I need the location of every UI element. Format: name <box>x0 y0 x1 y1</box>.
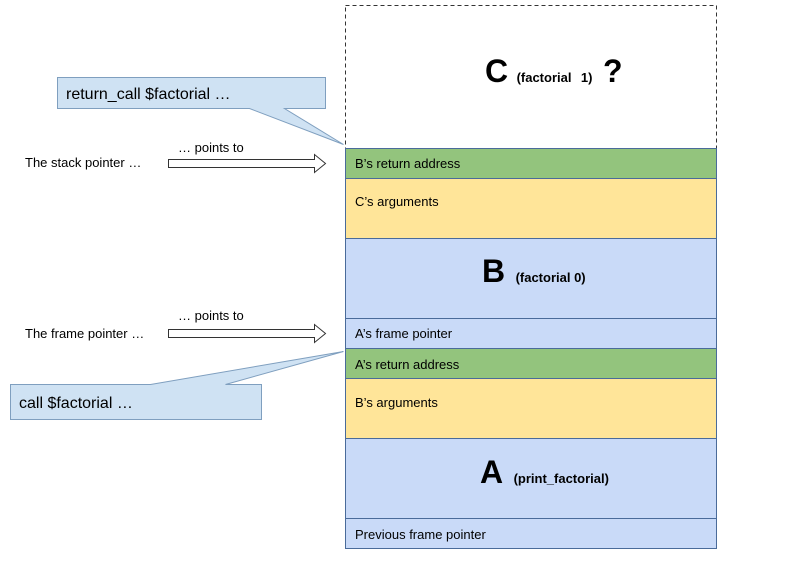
row-b-arguments <box>345 378 717 439</box>
frame-c-letter: C <box>485 53 508 89</box>
row-previous-frame-pointer <box>345 518 717 549</box>
call-callout-text: call $factorial … <box>19 395 133 412</box>
return-call-callout-text: return_call $factorial … <box>66 86 231 103</box>
frame-c-paren: (factorial <box>517 70 572 85</box>
frame-c-dashed-block <box>345 5 717 149</box>
frame-a-block <box>345 438 717 519</box>
row-b-arguments-label: B’s arguments <box>355 395 438 410</box>
frame-pointer-label: The frame pointer … <box>25 326 144 341</box>
frame-c-text: C (factorial 1) ? <box>485 53 622 89</box>
frame-a-text: A (print_factorial) <box>480 454 609 490</box>
row-a-frame-pointer <box>345 318 717 349</box>
stack-pointer-arrow-label: … points to <box>178 140 244 155</box>
frame-a-paren: (print_factorial) <box>514 471 609 486</box>
row-a-frame-pointer-label: A’s frame pointer <box>355 326 453 341</box>
frame-a-letter: A <box>480 454 503 490</box>
frame-pointer-arrow-label: … points to <box>178 308 244 323</box>
frame-b-text: B (factorial 0) <box>482 253 586 289</box>
row-previous-frame-pointer-label: Previous frame pointer <box>355 527 486 542</box>
frame-pointer-arrow <box>168 323 327 344</box>
row-a-return-address-label: A’s return address <box>355 357 460 372</box>
frame-c-question: ? <box>603 53 623 89</box>
stack-pointer-arrow <box>168 153 327 174</box>
row-a-return-address <box>345 348 717 379</box>
call-callout <box>10 351 344 420</box>
row-b-return-address <box>345 148 717 179</box>
return-call-callout <box>57 77 344 145</box>
row-c-arguments-label: C’s arguments <box>355 194 439 209</box>
frame-b-letter: B <box>482 253 505 289</box>
stack-pointer-label: The stack pointer … <box>25 155 141 170</box>
frame-c-paren-arg: 1) <box>581 70 593 85</box>
frame-b-paren: (factorial 0) <box>516 270 586 285</box>
row-b-return-address-label: B’s return address <box>355 156 461 171</box>
